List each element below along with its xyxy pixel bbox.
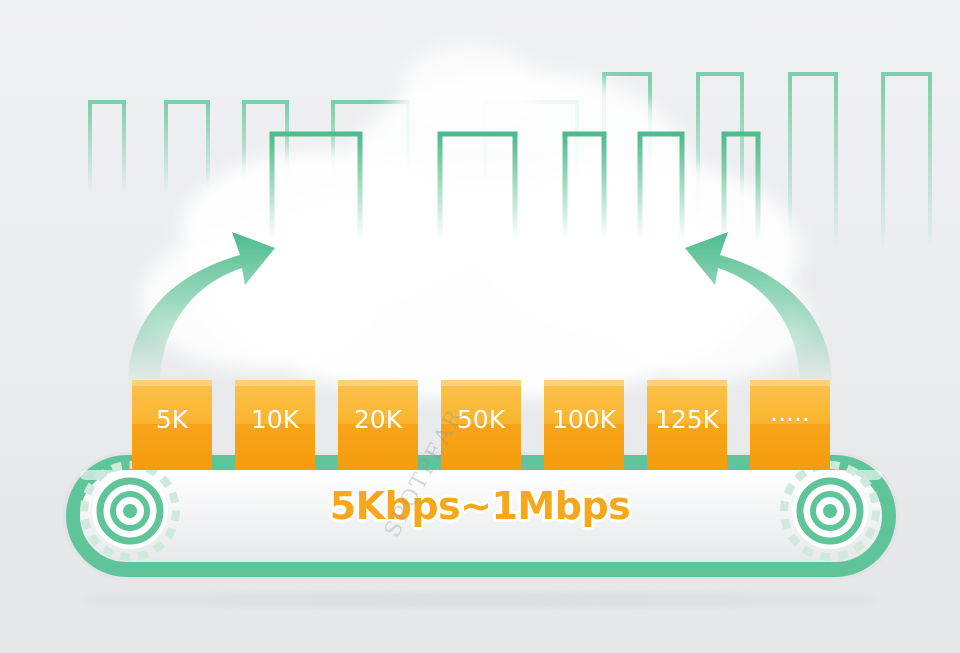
box-label: 20K [338, 405, 418, 435]
box-label: ····· [750, 405, 830, 435]
box-label: 5K [132, 405, 212, 435]
box-label: 125K [647, 405, 727, 435]
box-label: 100K [544, 405, 624, 435]
conveyor-belt [62, 452, 900, 608]
cloud-graphic [140, 45, 810, 400]
box-label: 10K [235, 405, 315, 435]
rate-range-label: 5Kbps~1Mbps [0, 484, 960, 528]
